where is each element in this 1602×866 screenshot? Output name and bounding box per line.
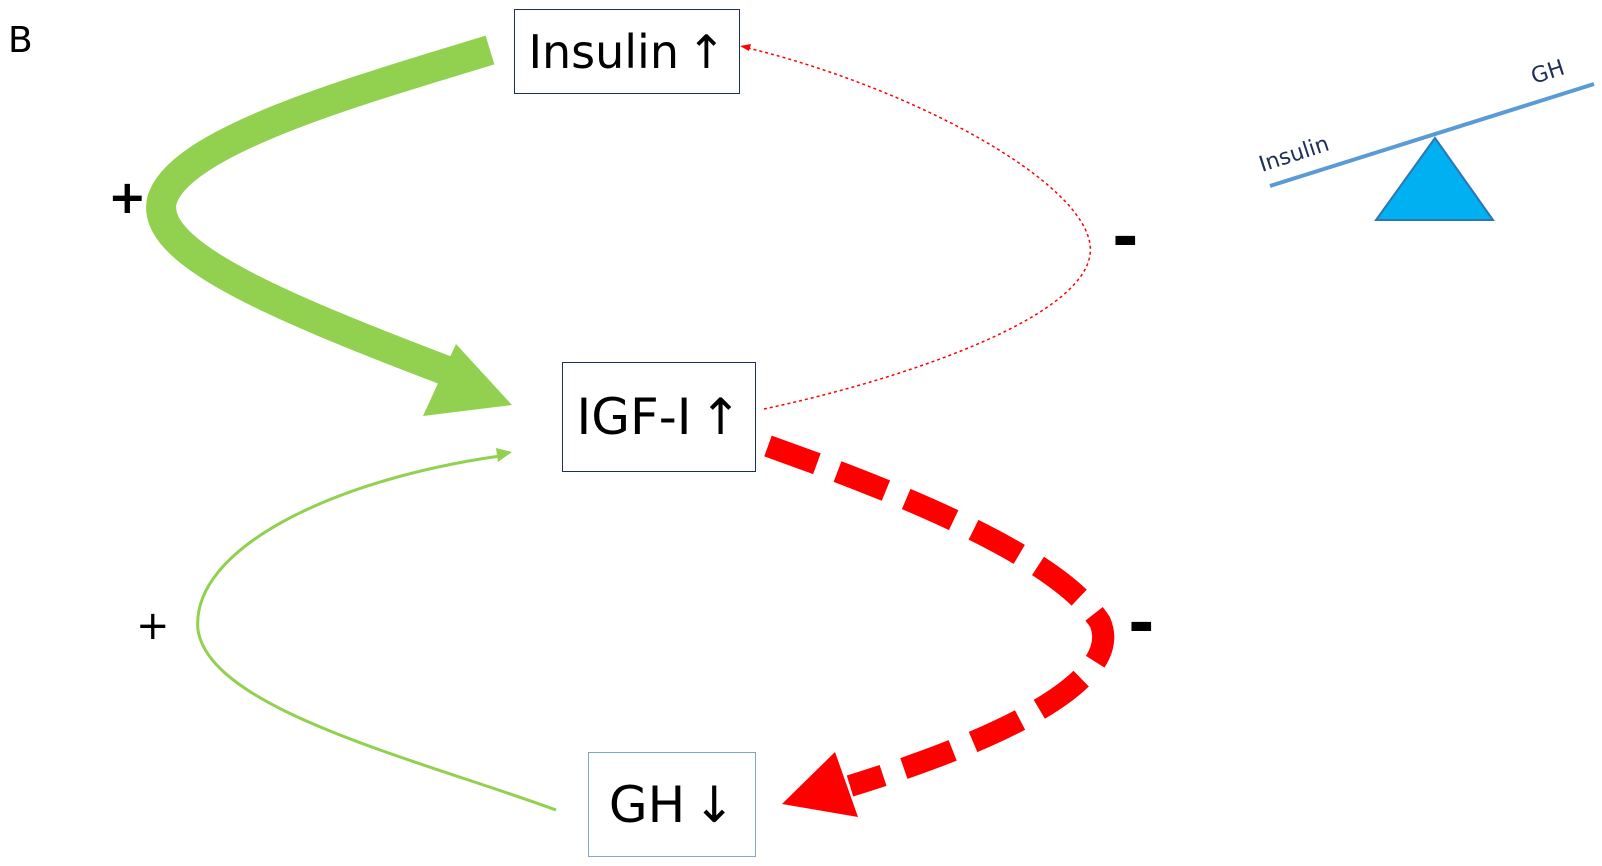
igf-to-gh-arrowhead — [782, 752, 858, 817]
insulin-to-igf-arrow-shaft — [146, 35, 495, 387]
gh-to-igf-arrow — [196, 454, 557, 812]
balance-right-label: GH — [1528, 56, 1568, 90]
insulin-to-igf-arrowhead — [423, 344, 512, 416]
plus-sign: + — [136, 603, 170, 649]
igf-to-gh-arrow-shaft — [764, 435, 1115, 797]
up-arrow-icon: ↑ — [687, 24, 726, 79]
igf-to-insulin-arrow — [747, 47, 1091, 410]
gh-label: GH — [608, 775, 686, 834]
gh-box: GH ↓ — [588, 752, 756, 857]
balance-beam — [1269, 82, 1595, 188]
panel-label: B — [8, 20, 33, 61]
plus-sign: + — [108, 170, 147, 224]
insulin-box: Insulin ↑ — [514, 9, 740, 94]
up-arrow-icon: ↑ — [699, 388, 742, 446]
minus-sign: - — [1128, 587, 1155, 661]
minus-sign: - — [1112, 201, 1139, 275]
igf-box: IGF-I ↑ — [562, 362, 756, 472]
igf-label: IGF-I — [576, 388, 692, 446]
down-arrow-icon: ↓ — [693, 775, 736, 834]
igf-to-insulin-arrowhead — [740, 44, 751, 51]
insulin-label: Insulin — [528, 24, 679, 79]
balance-fulcrum — [1374, 136, 1495, 221]
gh-to-igf-arrowhead — [496, 448, 512, 462]
